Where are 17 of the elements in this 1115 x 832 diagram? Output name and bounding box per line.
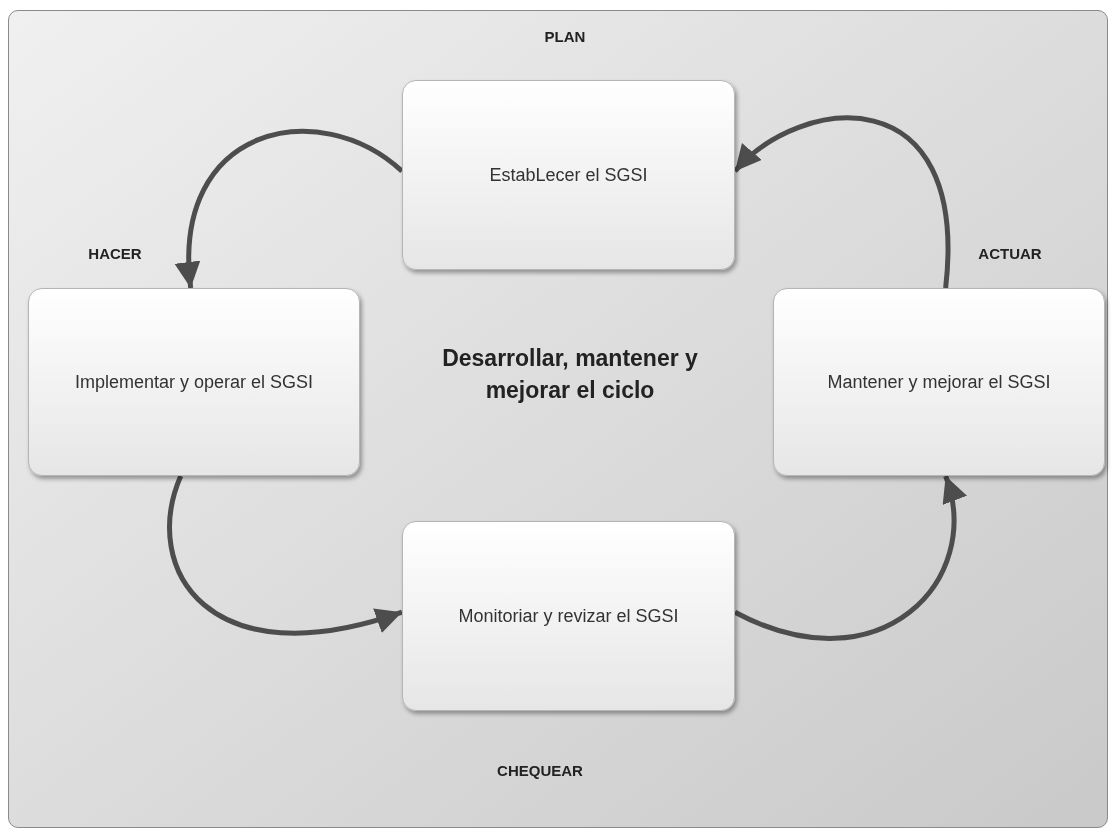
process-box <box>28 288 360 476</box>
box-text: Monitoriar y revizar el SGSI <box>458 605 679 628</box>
process-box <box>773 288 1105 476</box>
phase-label: HACER <box>87 244 143 264</box>
box-text: EstabLecer el SGSI <box>489 164 648 187</box>
box-text: Implementar y operar el SGSI <box>74 371 314 394</box>
curved-arrow <box>167 475 403 636</box>
phase-label: ACTUAR <box>977 244 1043 264</box>
curved-arrow <box>734 475 965 641</box>
process-box <box>402 521 735 711</box>
phase-label: CHEQUEAR <box>496 761 584 781</box>
phase-label: PLAN <box>543 27 587 47</box>
box-text: Mantener y mejorar el SGSI <box>827 371 1051 394</box>
process-box <box>402 80 735 270</box>
curved-arrow <box>176 129 404 289</box>
center-title: Desarrollar, mantener y mejorar el ciclo <box>441 344 699 405</box>
curved-arrow <box>733 115 951 289</box>
